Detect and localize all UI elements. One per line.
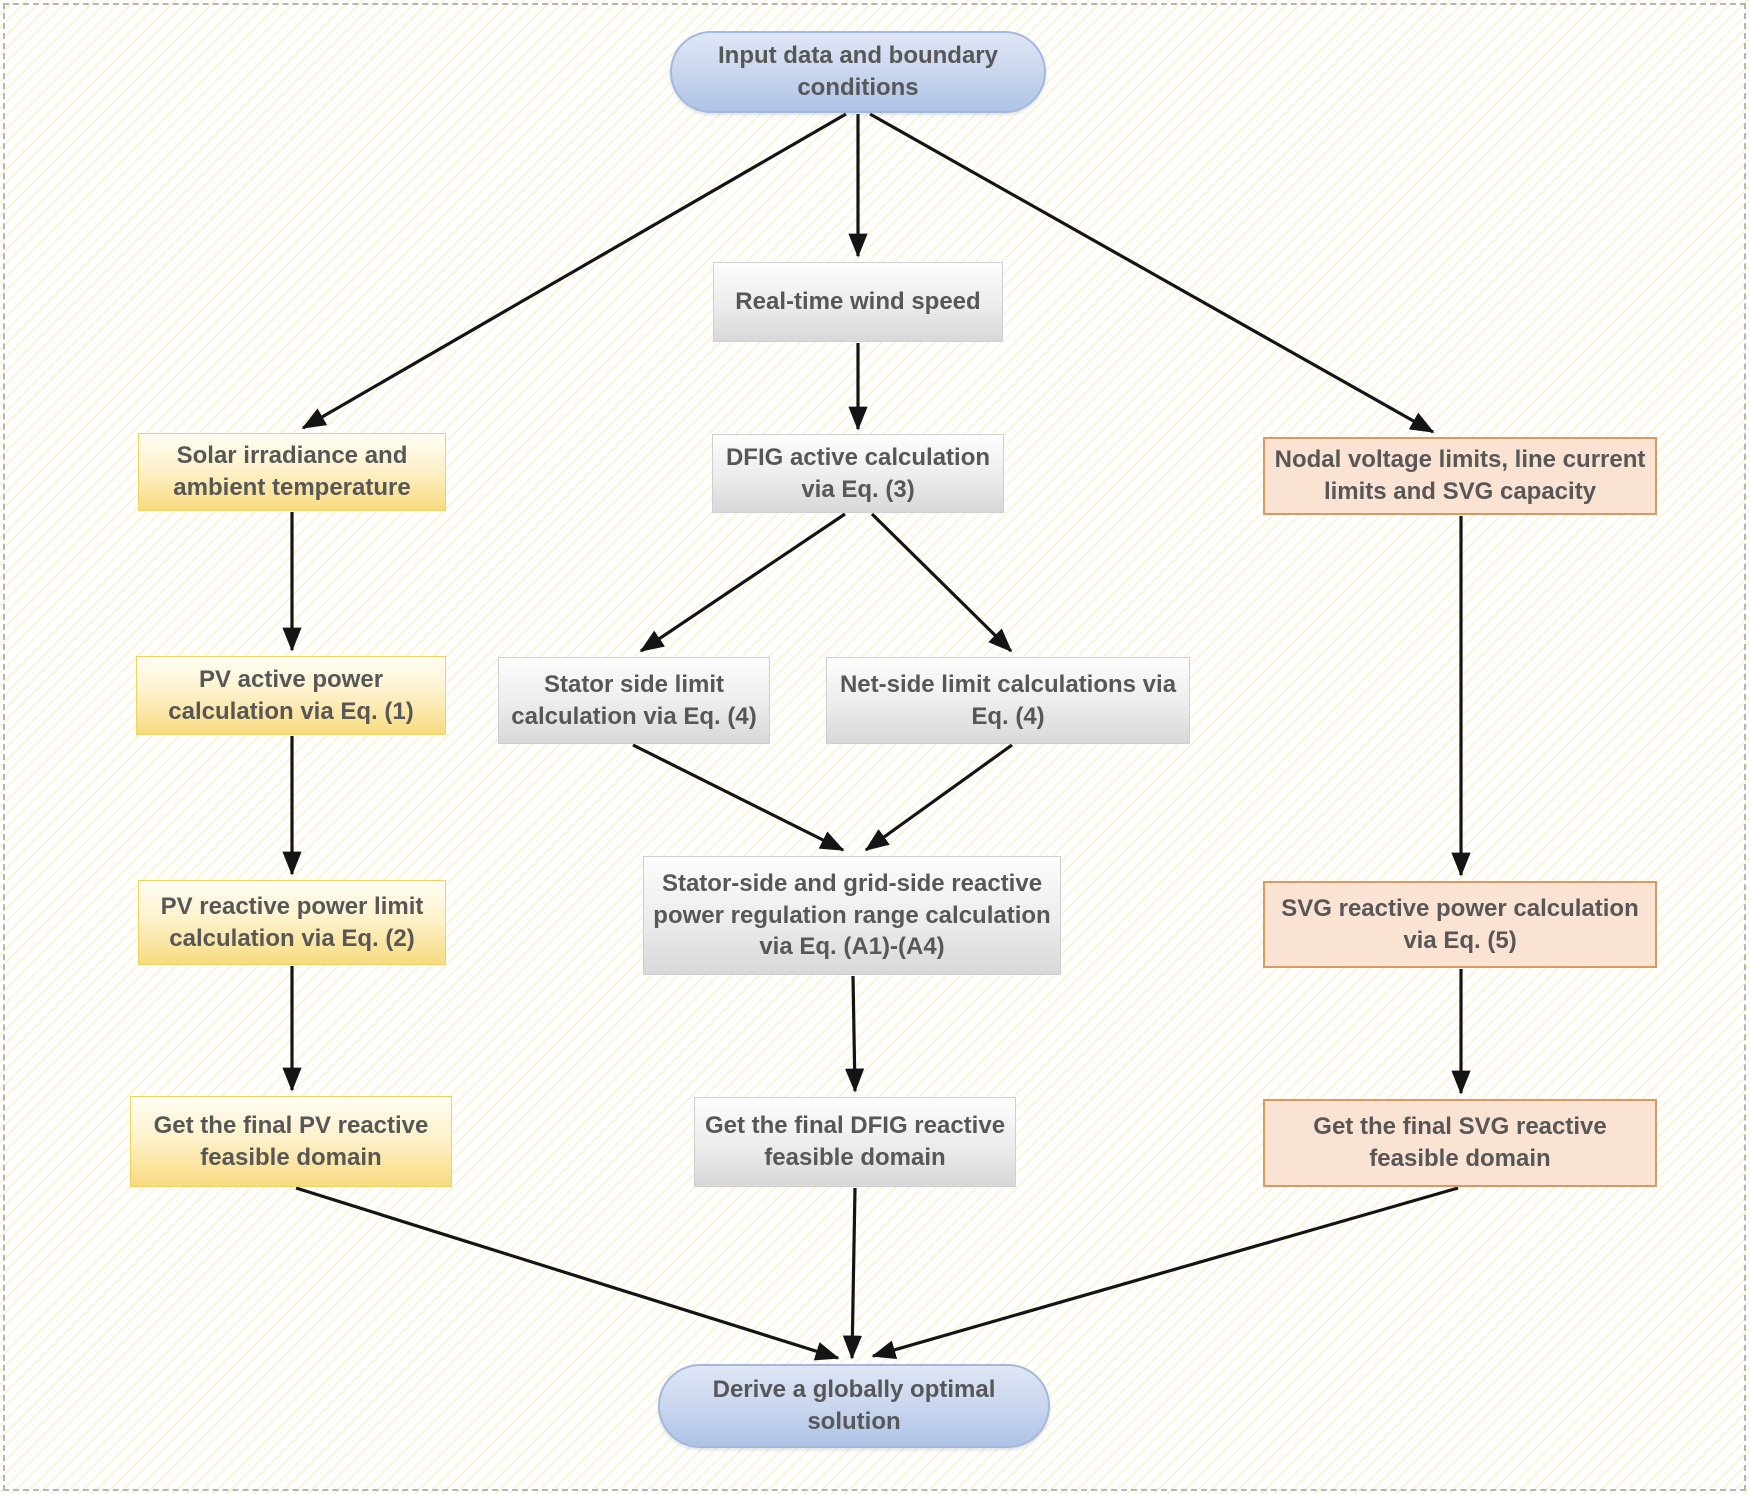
arrow-getdfig-to-derive [842, 1187, 862, 1360]
node-realtime-wind-speed: Real-time wind speed [713, 262, 1003, 342]
arrow-dfig-to-stator [639, 512, 846, 653]
node-derive-optimal-solution: Derive a globally optimal solution [658, 1364, 1050, 1448]
arrow-input-to-solar [301, 112, 847, 430]
arrow-stator-to-statorgrid [632, 743, 845, 852]
arrow-getsvg-to-derive [871, 1186, 1459, 1360]
node-pv-reactive-power-limit: PV reactive power limit calculation via … [138, 880, 446, 965]
node-net-side-limit: Net-side limit calculations via Eq. (4) [826, 657, 1190, 744]
node-get-final-svg-domain: Get the final SVG reactive feasible doma… [1263, 1099, 1657, 1187]
node-get-final-pv-domain: Get the final PV reactive feasible domai… [130, 1096, 452, 1187]
node-pv-active-power: PV active power calculation via Eq. (1) [136, 656, 446, 735]
arrow-getpv-to-derive [295, 1186, 840, 1361]
arrow-statorgrid-to-getdfig [845, 975, 865, 1093]
node-stator-side-limit: Stator side limit calculation via Eq. (4… [498, 657, 770, 744]
node-input-data: Input data and boundary conditions [670, 31, 1046, 113]
node-stator-grid-reactive-range: Stator-side and grid-side reactive power… [643, 856, 1061, 975]
arrow-dfig-to-netside [870, 512, 1013, 653]
node-solar-irradiance: Solar irradiance and ambient temperature [138, 433, 446, 511]
node-nodal-voltage-limits: Nodal voltage limits, line current limit… [1263, 437, 1657, 515]
arrow-netside-to-statorgrid [864, 743, 1013, 852]
node-dfig-active-calculation: DFIG active calculation via Eq. (3) [712, 434, 1004, 513]
arrow-input-to-nodal [869, 112, 1435, 434]
node-get-final-dfig-domain: Get the final DFIG reactive feasible dom… [694, 1097, 1016, 1187]
node-svg-reactive-power: SVG reactive power calculation via Eq. (… [1263, 881, 1657, 968]
